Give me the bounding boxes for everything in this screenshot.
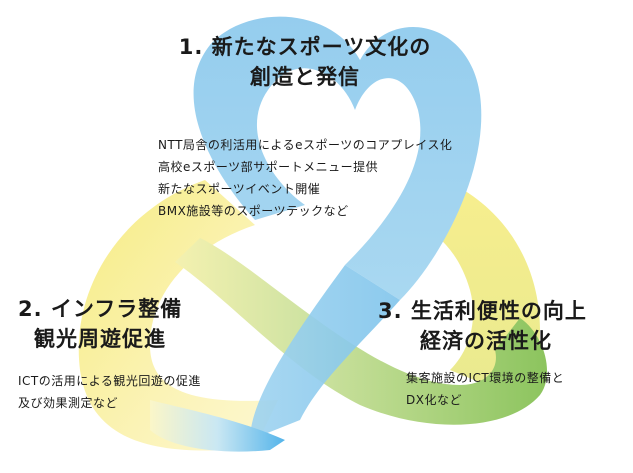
top-items: NTT局舎の利活用によるeスポーツのコアプレイス化 高校eスポーツ部サポートメニ…: [158, 134, 452, 222]
right-title-line1: 3. 生活利便性の向上: [378, 299, 587, 323]
left-item: 及び効果測定など: [18, 396, 119, 410]
right-items: 集客施設のICT環境の整備と DX化など: [406, 367, 564, 411]
right-title-line2: 経済の活性化: [420, 329, 552, 353]
top-item: BMX施設等のスポーツテックなど: [158, 204, 349, 218]
band-blue-loop: [193, 16, 482, 300]
top-title-line2: 創造と発信: [250, 65, 360, 89]
left-title-line1: 2. インフラ整備: [18, 297, 183, 321]
top-item: 高校eスポーツ部サポートメニュー提供: [158, 160, 379, 174]
right-item: DX化など: [406, 393, 462, 407]
top-title-line1: 1. 新たなスポーツ文化の: [178, 35, 432, 59]
left-items: ICTの活用による観光回遊の促進 及び効果測定など: [18, 370, 201, 414]
left-item: ICTの活用による観光回遊の促進: [18, 374, 201, 388]
band-blue-strand: [250, 265, 400, 440]
right-item: 集客施設のICT環境の整備と: [406, 371, 565, 385]
band-green-bottom: [175, 238, 548, 425]
top-item: NTT局舎の利活用によるeスポーツのコアプレイス化: [158, 138, 453, 152]
left-title-line2: 観光周遊促進: [34, 327, 166, 351]
top-item: 新たなスポーツイベント開催: [158, 182, 321, 196]
band-yellow-left: [78, 180, 278, 451]
band-tail: [150, 400, 285, 452]
